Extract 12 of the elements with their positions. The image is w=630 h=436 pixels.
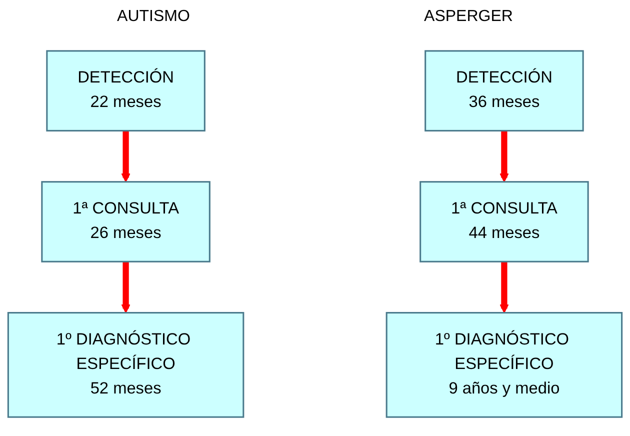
node-box: DETECCIÓN 36 meses xyxy=(424,50,584,132)
arrow xyxy=(121,262,130,314)
node-box: 1ª CONSULTA 44 meses xyxy=(420,181,589,262)
column-heading: AUTISMO xyxy=(117,8,190,26)
node-box: 1º DIAGNÓSTICO ESPECÍFICO 52 meses xyxy=(7,312,244,418)
node-box: 1º DIAGNÓSTICO ESPECÍFICO 9 años y medio xyxy=(386,312,623,418)
column-heading: ASPERGER xyxy=(424,8,513,26)
arrow xyxy=(500,262,509,314)
node-box: 1ª CONSULTA 26 meses xyxy=(41,181,210,262)
node-box: DETECCIÓN 22 meses xyxy=(46,50,206,132)
arrow xyxy=(121,130,130,182)
arrow xyxy=(500,130,509,182)
